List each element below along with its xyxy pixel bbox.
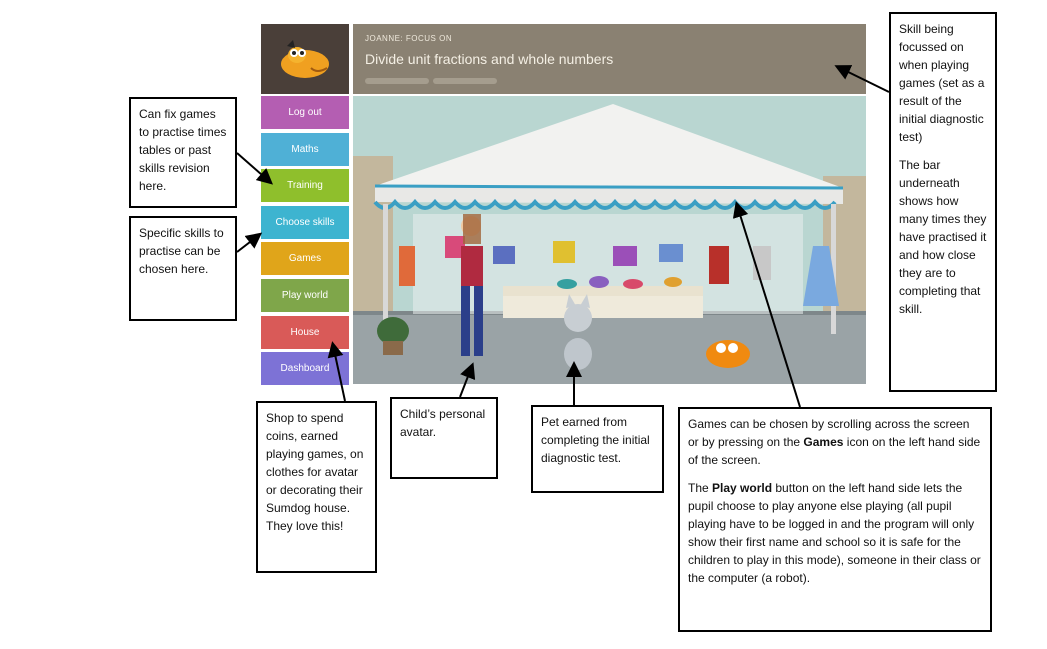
skill-focus-header: JOANNE: FOCUS ON Divide unit fractions a… — [353, 24, 866, 94]
focus-label: JOANNE: FOCUS ON — [365, 34, 453, 43]
sidebar-item-games[interactable]: Games — [261, 242, 349, 276]
arrow-training — [236, 152, 274, 185]
market-stall-illustration — [353, 96, 866, 384]
game-scene[interactable] — [353, 96, 866, 384]
callout-play-world-text: The Play world button on the left hand s… — [688, 481, 981, 585]
sumdog-app-screenshot: JOANNE: FOCUS ON Divide unit fractions a… — [256, 22, 866, 386]
dog-logo-icon — [281, 40, 329, 78]
callout-choose-skills: Specific skills to practise can be chose… — [129, 216, 237, 321]
sidebar-item-log-out[interactable]: Log out — [261, 96, 349, 129]
callout-games: Games can be chosen by scrolling across … — [678, 407, 992, 632]
arrow-skill-focus — [834, 65, 890, 93]
callout-pet-text: Pet earned from completing the initial d… — [541, 415, 650, 465]
callout-skill-focus: Skill being focussed on when playing gam… — [889, 12, 997, 392]
skill-progress-bar — [365, 78, 429, 84]
skill-title: Divide unit fractions and whole numbers — [365, 51, 614, 67]
sumdog-logo[interactable] — [261, 24, 349, 94]
callout-games-text: Games can be chosen by scrolling across … — [688, 417, 981, 467]
callout-avatar: Child’s personal avatar. — [390, 397, 498, 479]
callout-skill-focus-text: Skill being focussed on when playing gam… — [899, 22, 985, 144]
arrow-choose-skills — [236, 232, 263, 253]
callout-house: Shop to spend coins, earned playing game… — [256, 401, 377, 573]
callout-training: Can fix games to practise times tables o… — [129, 97, 237, 208]
arrow-avatar — [459, 362, 476, 398]
sidebar-item-maths[interactable]: Maths — [261, 132, 349, 166]
callout-house-text: Shop to spend coins, earned playing game… — [266, 411, 364, 533]
arrow-games — [732, 201, 801, 408]
callout-pet: Pet earned from completing the initial d… — [531, 405, 664, 493]
callout-avatar-text: Child’s personal avatar. — [400, 407, 486, 439]
callout-choose-skills-text: Specific skills to practise can be chose… — [139, 226, 224, 276]
skill-progress-bar — [433, 78, 497, 84]
sidebar-item-play-world[interactable]: Play world — [261, 278, 349, 312]
callout-training-text: Can fix games to practise times tables o… — [139, 107, 227, 193]
arrow-house — [327, 341, 346, 402]
callout-skill-bar-text: The bar underneath shows how many times … — [899, 158, 987, 316]
sidebar-item-choose-skills[interactable]: Choose skills — [261, 205, 349, 239]
sidebar-item-training[interactable]: Training — [261, 169, 349, 203]
